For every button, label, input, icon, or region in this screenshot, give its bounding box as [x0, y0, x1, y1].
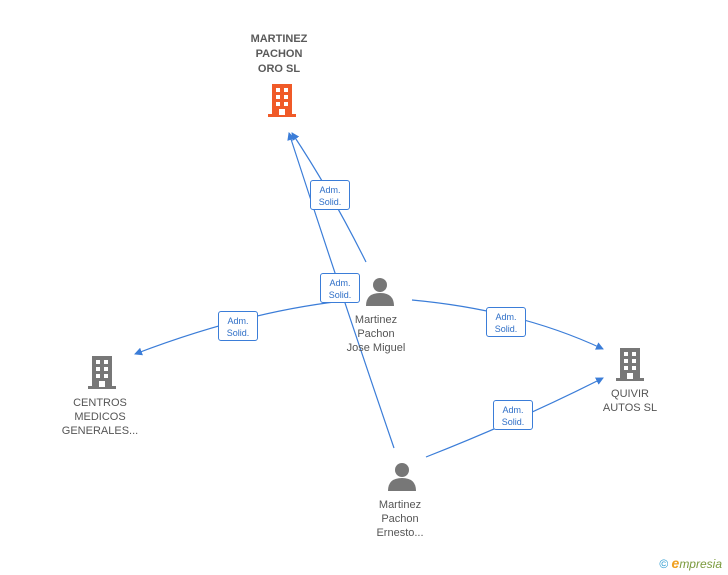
- person-icon[interactable]: [386, 461, 418, 491]
- brand-footer: © empresia: [659, 555, 722, 571]
- copyright-icon: ©: [659, 557, 669, 571]
- building-icon[interactable]: [614, 346, 646, 382]
- company-label-martinez-pachon-oro[interactable]: MARTINEZ PACHON ORO SL: [250, 33, 308, 75]
- person-icon[interactable]: [364, 276, 396, 306]
- brand-logo-text: mpresia: [679, 557, 722, 571]
- edge-label-ernesto-oro: Adm.Solid.: [320, 273, 360, 303]
- company-label-centros-medicos[interactable]: CENTROS MEDICOS GENERALES...: [61, 397, 139, 437]
- company-label-quivir-autos[interactable]: QUIVIR AUTOS SL: [602, 388, 658, 414]
- edge-label-jose-centros: Adm.Solid.: [218, 311, 258, 341]
- person-label-ernesto[interactable]: Martinez Pachon Ernesto...: [376, 499, 424, 539]
- edge-label-jose-oro: Adm.Solid.: [310, 180, 350, 210]
- building-icon[interactable]: [266, 82, 298, 118]
- edge-label-jose-quivir: Adm.Solid.: [486, 307, 526, 337]
- person-label-jose-miguel[interactable]: Martinez Pachon Jose Miguel: [346, 314, 406, 354]
- building-icon[interactable]: [86, 354, 118, 390]
- brand-logo-letter: e: [671, 555, 680, 571]
- edge-label-ernesto-quivir: Adm.Solid.: [493, 400, 533, 430]
